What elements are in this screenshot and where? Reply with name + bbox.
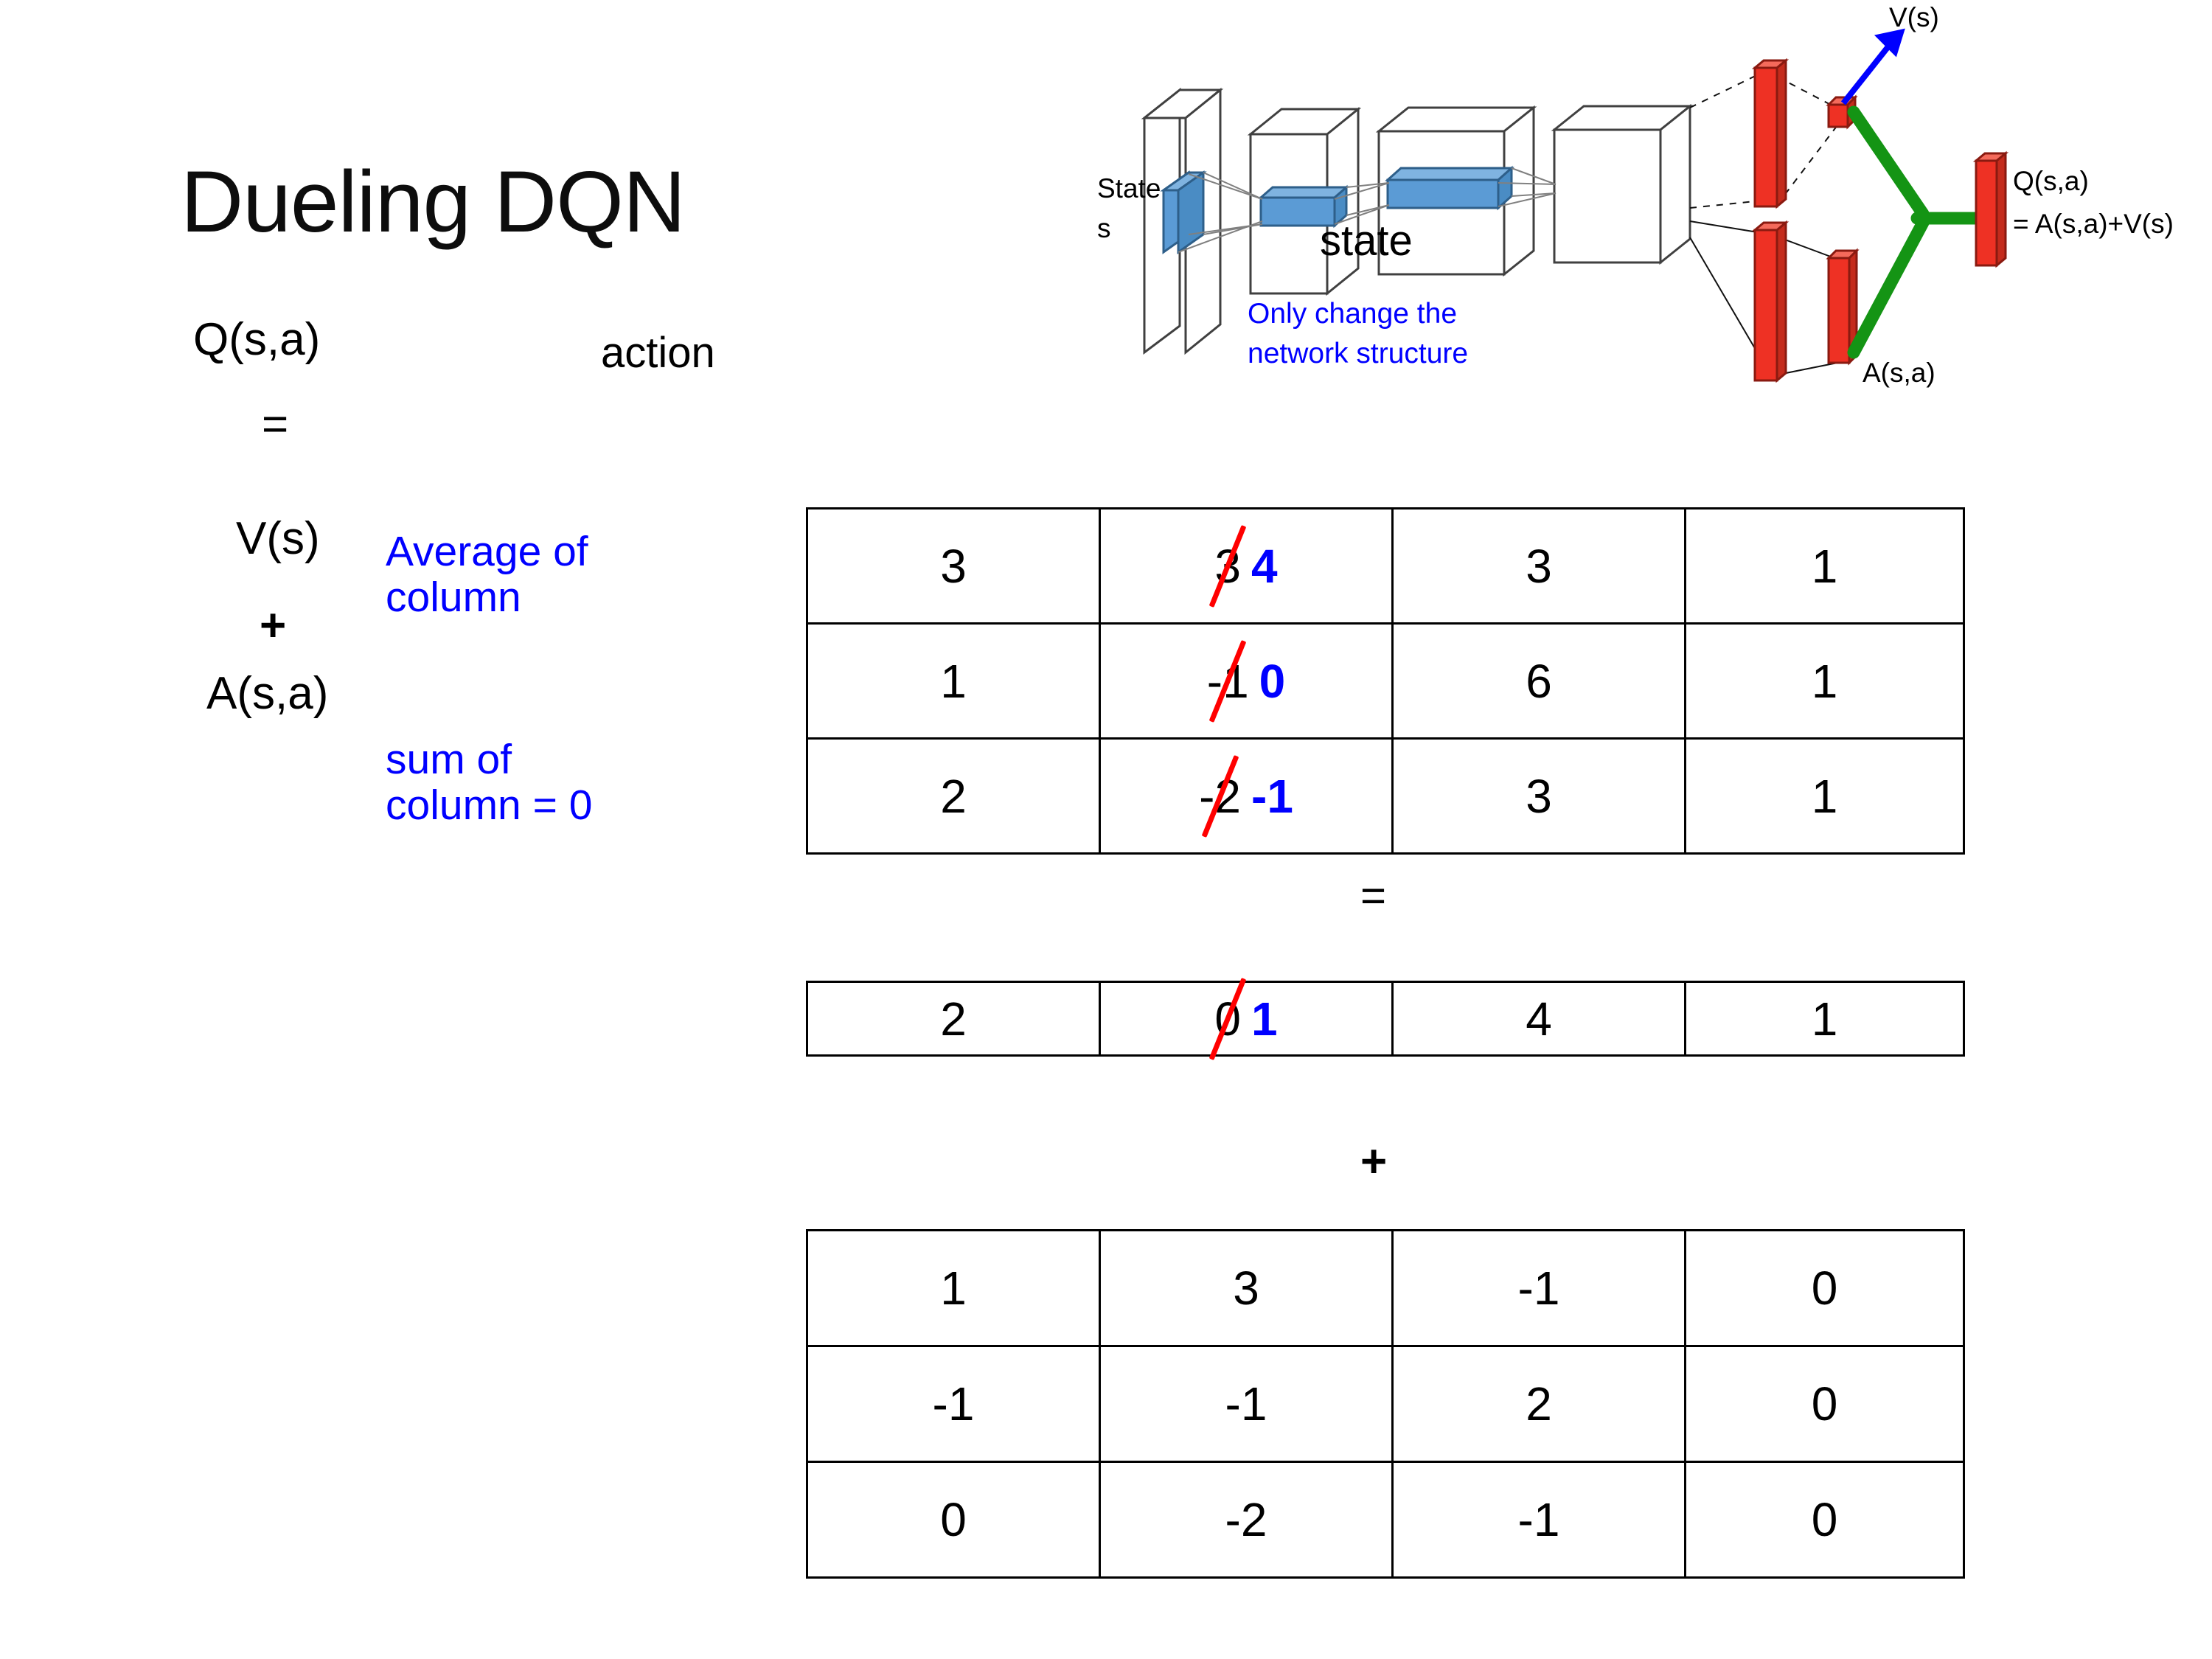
cell-value: -1 [1517,1493,1560,1546]
cell-value: 1 [940,1262,967,1315]
q-value-table: 3 34 3 1 1 -10 6 1 2 -2-1 3 1 [806,507,1965,855]
cell-value: 0 [1811,1262,1838,1315]
q-cell-r2c1[interactable]: -2-1 [1099,737,1394,855]
table-row: -1 -1 2 0 [806,1345,1965,1463]
cell-value: 1 [1811,539,1838,593]
cell-value-corrected: 4 [1251,539,1278,593]
q-cell-r1c3[interactable]: 1 [1684,622,1965,740]
cell-value: 6 [1526,654,1552,708]
average-of-column-note: Average of column [386,529,588,620]
diagram-caption-line1: Only change the [1248,298,1457,330]
v-cell-r0c1[interactable]: 01 [1099,977,1394,1060]
average-note-line1: Average of [386,528,588,575]
equals-sign-q-decomposition: = [262,399,289,450]
table-row: 0 -2 -1 0 [806,1461,1965,1579]
cell-value: 2 [940,769,967,823]
a-cell-r1c0[interactable]: -1 [806,1345,1101,1463]
a-function-label: A(s,a) [206,668,329,719]
advantage-value-table: 1 3 -1 0 -1 -1 2 0 0 -2 -1 0 [806,1229,1965,1579]
a-cell-r1c1[interactable]: -1 [1099,1345,1394,1463]
table-row: 1 3 -1 0 [806,1229,1965,1347]
cell-value: 0 [1811,1377,1838,1430]
diagram-v-output-label: V(s) [1889,2,1939,32]
a-cell-r2c2[interactable]: -1 [1391,1461,1686,1579]
table-row: 2 01 4 1 [806,977,1965,1060]
cell-value-corrected: 0 [1259,654,1286,708]
q-cell-r2c3[interactable]: 1 [1684,737,1965,855]
q-cell-r2c0[interactable]: 2 [806,737,1101,855]
sum-note-line1: sum of [386,736,512,783]
cell-value: 2 [1526,1377,1552,1430]
cell-value: 1 [1811,769,1838,823]
q-cell-r1c0[interactable]: 1 [806,622,1101,740]
a-cell-r0c1[interactable]: 3 [1099,1229,1394,1347]
cell-value-struck: 0 [1208,977,1247,1060]
v-function-label: V(s) [236,513,320,564]
cell-value-struck: -2 [1199,754,1241,838]
sum-of-column-note: sum of column = 0 [386,737,592,828]
q-function-label: Q(s,a) [193,314,321,365]
plus-sign-below-v-table: + [1360,1136,1388,1187]
q-cell-r1c1[interactable]: -10 [1099,622,1394,740]
a-cell-r1c3[interactable]: 0 [1684,1345,1965,1463]
average-note-line2: column [386,573,521,621]
q-cell-r0c2[interactable]: 3 [1391,507,1686,625]
cell-value: 3 [1526,769,1552,823]
diagram-caption-line2: network structure [1248,338,1468,369]
a-cell-r2c3[interactable]: 0 [1684,1461,1965,1579]
strikethrough-mark [1208,524,1247,608]
cell-value: 3 [940,539,967,593]
cell-value-struck: 3 [1208,524,1247,608]
v-cell-r0c3[interactable]: 1 [1684,981,1965,1057]
state-axis-label: state [1320,217,1413,265]
action-axis-label: action [601,329,715,377]
sum-note-line2: column = 0 [386,781,593,829]
a-cell-r1c2[interactable]: 2 [1391,1345,1686,1463]
cell-value: 1 [1811,654,1838,708]
equals-sign-below-q-table: = [1360,871,1387,920]
a-cell-r0c3[interactable]: 0 [1684,1229,1965,1347]
cell-value: 1 [1811,992,1838,1046]
diagram-state-label-line1: State [1097,173,1161,204]
cell-value-corrected: -1 [1251,769,1293,823]
cell-value: -1 [1225,1377,1267,1430]
cell-value: 4 [1526,992,1552,1046]
q-cell-r0c3[interactable]: 1 [1684,507,1965,625]
diagram-state-label-line2: s [1097,213,1111,243]
a-cell-r0c2[interactable]: -1 [1391,1229,1686,1347]
q-cell-r1c2[interactable]: 6 [1391,622,1686,740]
diagram-q-output-label-line1: Q(s,a) [2013,166,2089,196]
table-row: 3 34 3 1 [806,507,1965,625]
q-cell-r2c2[interactable]: 3 [1391,737,1686,855]
cell-value-struck: -1 [1207,639,1249,723]
diagram-q-output-label-line2: = A(s,a)+V(s) [2013,209,2174,239]
plus-sign-left: + [260,600,287,651]
v-value-table: 2 01 4 1 [806,977,1965,1060]
q-cell-r0c0[interactable]: 3 [806,507,1101,625]
cell-value: 1 [940,654,967,708]
v-cell-r0c2[interactable]: 4 [1391,981,1686,1057]
cell-value: -1 [932,1377,975,1430]
strikethrough-mark [1208,639,1247,723]
cell-value: 3 [1233,1262,1259,1315]
cell-value-corrected: 1 [1251,992,1278,1046]
a-cell-r0c0[interactable]: 1 [806,1229,1101,1347]
diagram-a-output-label: A(s,a) [1863,358,1935,388]
cell-value: 0 [940,1493,967,1546]
cell-value: -2 [1225,1493,1267,1546]
a-cell-r2c0[interactable]: 0 [806,1461,1101,1579]
cell-value: 0 [1811,1493,1838,1546]
strikethrough-mark [1208,977,1247,1060]
table-row: 1 -10 6 1 [806,622,1965,740]
page-title: Dueling DQN [181,153,686,251]
cell-value: 2 [940,992,967,1046]
v-cell-r0c0[interactable]: 2 [806,981,1101,1057]
q-cell-r0c1[interactable]: 34 [1099,507,1394,625]
strikethrough-mark [1201,754,1239,838]
a-cell-r2c1[interactable]: -2 [1099,1461,1394,1579]
dueling-network-diagram: State s Only change the network structur… [1091,0,2212,413]
cell-value: -1 [1517,1262,1560,1315]
cell-value: 3 [1526,539,1552,593]
table-row: 2 -2-1 3 1 [806,737,1965,855]
